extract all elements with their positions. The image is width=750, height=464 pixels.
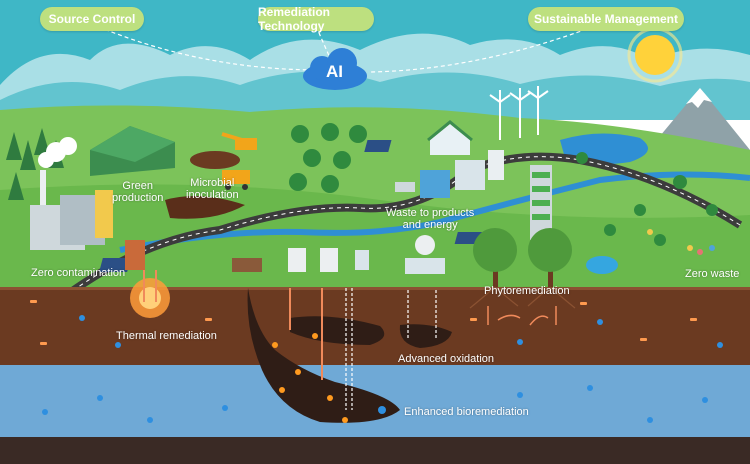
microbial-line2: inoculation <box>186 189 239 201</box>
particles-blue <box>42 315 723 423</box>
solar-panels-icon <box>99 140 482 272</box>
link-source <box>91 23 321 71</box>
microbes-orange <box>272 333 348 423</box>
road-main <box>57 152 743 304</box>
vertical-farm-icon <box>530 165 552 240</box>
particles-orange <box>30 300 697 345</box>
excavator-icon <box>190 132 257 169</box>
greenhouse-icon <box>90 126 175 176</box>
microbial-line1: Microbial <box>190 177 235 189</box>
lab-units-icon <box>232 248 369 272</box>
remediation-technology-pill: Remediation Technology <box>258 5 374 33</box>
house-icon <box>427 120 473 155</box>
sun-icon <box>627 27 683 83</box>
tree-roots <box>469 286 576 309</box>
source-control-pill: Source Control <box>40 7 144 31</box>
waste-line1: Waste to products <box>386 207 475 219</box>
waste-to-products-label: Waste to products and energy <box>386 207 474 231</box>
link-remediation <box>315 25 331 59</box>
tank-icon <box>405 235 445 274</box>
bedrock-layer <box>0 437 750 464</box>
soil-bed <box>165 196 245 219</box>
link-management <box>369 23 601 73</box>
green-production-line1: Green <box>122 180 153 192</box>
waste-line2: and energy <box>402 219 458 231</box>
remediation-technology-label: Remediation Technology <box>258 5 331 33</box>
pond <box>586 256 618 274</box>
zero-contamination-label: Zero contamination <box>31 267 126 279</box>
enhanced-bioremediation-label: Enhanced bioremediation <box>404 406 529 418</box>
thermal-wells <box>143 270 157 302</box>
source-control-label: Source Control <box>48 12 136 26</box>
phyto-trees-icon <box>473 228 572 287</box>
ai-label: AI <box>326 62 343 81</box>
sustainable-management-label: Sustainable Management <box>533 12 679 26</box>
mountain-snow <box>686 88 712 108</box>
thermal-remediation-label: Thermal remediation <box>116 330 217 342</box>
contaminant-plume <box>247 288 400 423</box>
green-production-line2: production <box>112 192 164 204</box>
thermal-core <box>139 287 161 309</box>
phytoremediation-label: Phytoremediation <box>484 285 570 297</box>
soil-top-edge <box>0 287 750 290</box>
ai-cloud-icon <box>303 48 367 90</box>
microbial-inoculation-label: Microbial inoculation <box>186 177 239 201</box>
dump-truck-icon <box>222 170 250 190</box>
trees-right <box>576 152 718 246</box>
green-production-label: Green production <box>112 180 163 204</box>
advanced-oxidation-label: Advanced oxidation <box>398 353 495 365</box>
phyto-uptake-arrows <box>487 306 557 326</box>
trees-center <box>289 123 367 193</box>
factory-icon <box>30 137 113 250</box>
people-icon <box>647 229 715 255</box>
zero-waste-label: Zero waste <box>685 268 740 280</box>
waste-plant-icon <box>395 150 504 198</box>
oxidation-zone <box>399 324 452 348</box>
drill-rig-icon <box>125 240 145 270</box>
sustainable-management-pill: Sustainable Management <box>528 7 684 31</box>
wind-turbines-icon <box>489 86 549 140</box>
injection-wells <box>345 288 437 410</box>
